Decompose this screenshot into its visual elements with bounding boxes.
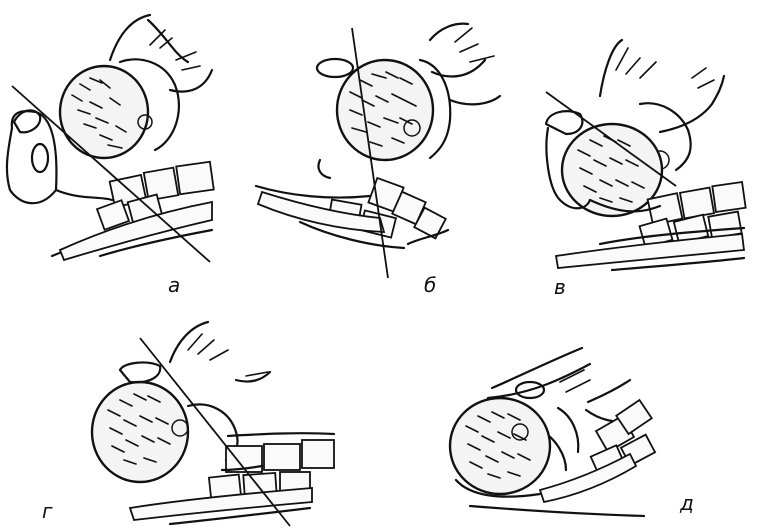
fetal-head: [60, 66, 148, 158]
panel-label: д: [679, 491, 694, 515]
panel-d: д: [450, 348, 694, 516]
hand-strokes: [616, 48, 714, 88]
hand-strokes: [560, 370, 590, 392]
panel-label: а: [168, 273, 180, 297]
fetal-head: [450, 398, 550, 494]
hand-strokes: [455, 28, 494, 62]
panel-v: в: [546, 40, 746, 299]
panel-a: а: [7, 15, 214, 297]
symphysis: [317, 59, 353, 77]
hand-strokes: [188, 334, 268, 376]
panel-label: в: [554, 275, 566, 299]
obturator-foramen: [32, 144, 48, 172]
panel-label: г: [42, 499, 53, 523]
panel-label: б: [424, 273, 436, 297]
uterine-outline: [488, 348, 590, 398]
cord: [318, 160, 330, 178]
symphysis: [120, 363, 160, 383]
body-outline: [420, 24, 500, 158]
panel-b: б: [256, 24, 500, 297]
panel-g: г: [42, 322, 334, 526]
rectum-wall: [540, 454, 636, 502]
